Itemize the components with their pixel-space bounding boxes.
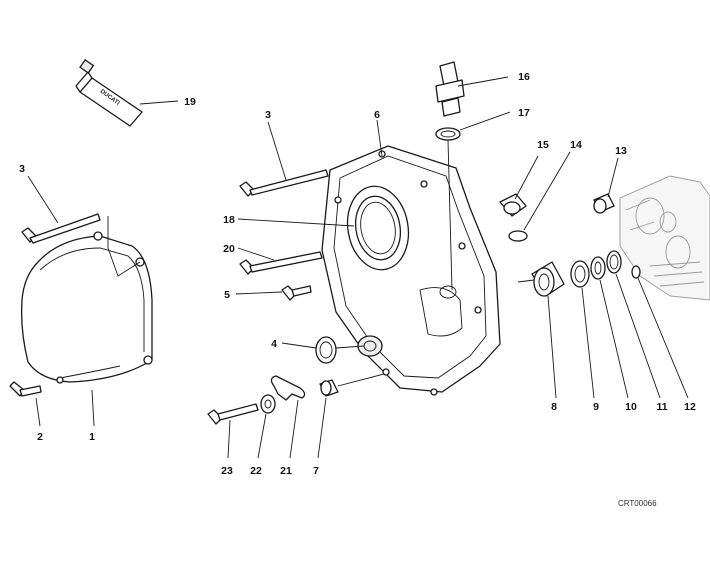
callout-21: 21 (280, 465, 292, 477)
washer (260, 394, 276, 414)
oil-pressure-sensor (435, 61, 465, 117)
washer (590, 256, 606, 280)
spacer-sleeve (531, 261, 565, 297)
socket-head-bolt-icon (207, 403, 259, 425)
dowel-pin (593, 193, 615, 214)
callout-22: 22 (250, 465, 262, 477)
callout-10: 10 (625, 401, 637, 413)
callout-8: 8 (551, 401, 557, 413)
callout-5: 5 (224, 289, 230, 301)
crankcase-cover (321, 145, 501, 396)
callout-23: 23 (221, 465, 233, 477)
o-ring (631, 265, 641, 279)
socket-head-bolt-icon (281, 285, 312, 301)
callout-2: 2 (37, 431, 43, 443)
hose-clip (270, 375, 306, 401)
socket-head-bolt-icon (239, 251, 323, 275)
socket-head-bolt-icon (21, 213, 101, 244)
callout-3: 3 (265, 109, 271, 121)
callout-7: 7 (313, 465, 319, 477)
callout-15: 15 (537, 139, 549, 151)
engine-case-outline (619, 175, 710, 301)
filler-plug (499, 193, 527, 217)
callout-18: 18 (223, 214, 235, 226)
o-ring (435, 127, 461, 141)
callout-11: 11 (656, 401, 667, 413)
callout-20: 20 (223, 243, 235, 255)
callout-1: 1 (89, 431, 95, 443)
callout-14: 14 (570, 139, 582, 151)
callout-17: 17 (518, 107, 530, 119)
callout-19: 19 (184, 96, 196, 108)
callout-13: 13 (615, 145, 627, 157)
callout-3: 3 (19, 163, 25, 175)
socket-head-bolt-icon (239, 169, 329, 197)
callout-16: 16 (518, 71, 530, 83)
sealant-tube-icon: DUCATI (75, 58, 143, 127)
callout-6: 6 (374, 109, 380, 121)
callout-4: 4 (271, 338, 277, 350)
bushing (319, 379, 339, 397)
clutch-cover (20, 231, 153, 384)
drawing-reference-code: CRT00066 (618, 499, 657, 508)
circlip (606, 250, 622, 274)
oil-seal-icon (315, 336, 337, 364)
o-ring (508, 230, 528, 242)
socket-head-bolt-icon (9, 381, 42, 397)
callout-9: 9 (593, 401, 599, 413)
bearing (570, 260, 590, 288)
callout-12: 12 (684, 401, 696, 413)
